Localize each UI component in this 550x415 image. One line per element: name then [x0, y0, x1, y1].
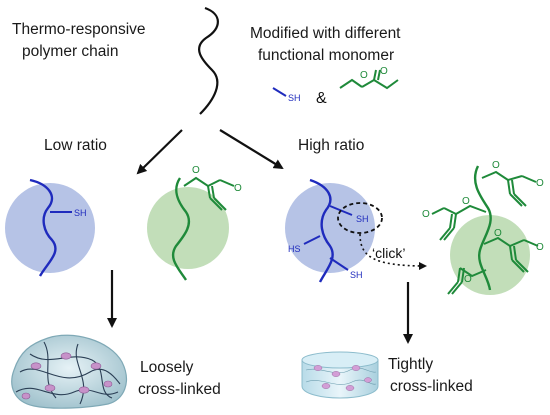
tightly-label-line1: Tightly	[388, 356, 434, 373]
hs-high-left-label: HS	[288, 244, 301, 254]
click-label: ‘click’	[372, 245, 405, 261]
svg-text:O: O	[536, 178, 544, 189]
tightly-label-line2: cross-linked	[390, 378, 473, 395]
thermo-responsive-label-line2: polymer chain	[22, 43, 119, 60]
svg-text:O: O	[422, 209, 430, 220]
svg-text:O: O	[192, 165, 200, 176]
high-ratio-arrow	[219, 129, 284, 170]
low-ratio-arrow	[136, 129, 183, 175]
thermo-responsive-label-line1: Thermo-responsive	[12, 21, 146, 38]
thiol-chain-low-icon	[29, 178, 57, 277]
acrylate-chain-high-icon	[473, 165, 492, 291]
thiol-chain-bubble	[5, 183, 95, 273]
svg-text:O: O	[464, 274, 472, 285]
acrylate-legend-carbonyl-o: O	[380, 66, 388, 77]
click-arrow	[359, 233, 427, 270]
loosely-label-line1: Loosely	[140, 359, 194, 376]
acrylate-legend-ester-o: O	[360, 70, 368, 81]
svg-text:O: O	[462, 196, 470, 207]
polymer-chain-icon	[198, 6, 219, 115]
low-ratio-label: Low ratio	[44, 137, 107, 154]
reactive-thiol-highlight	[337, 202, 383, 234]
svg-text:O: O	[536, 242, 544, 253]
loosely-label-line2: cross-linked	[138, 381, 221, 398]
sh-low-label: SH	[74, 208, 87, 218]
thiol-monomer-legend-icon: SH	[272, 87, 301, 103]
sh-high-bottom-label: SH	[350, 270, 363, 280]
loosely-crosslinked-gel-icon	[11, 334, 127, 409]
modified-label-line2: functional monomer	[258, 47, 395, 64]
thiol-chain-high-bubble	[285, 183, 375, 273]
ampersand-text: &	[316, 90, 327, 107]
high-ratio-label: High ratio	[298, 137, 365, 154]
svg-text:SH: SH	[288, 93, 301, 103]
svg-text:O: O	[494, 228, 502, 239]
svg-text:O: O	[492, 160, 500, 171]
modified-label-line1: Modified with different	[250, 25, 401, 42]
sh-high-top-label: SH	[356, 214, 369, 224]
svg-text:O: O	[234, 183, 242, 194]
acrylate-chain-low-icon	[171, 177, 191, 281]
tightly-crosslinked-gel-icon	[301, 351, 379, 399]
thiol-chain-high-icon	[309, 178, 334, 283]
acrylate-monomer-legend-icon	[339, 69, 399, 90]
